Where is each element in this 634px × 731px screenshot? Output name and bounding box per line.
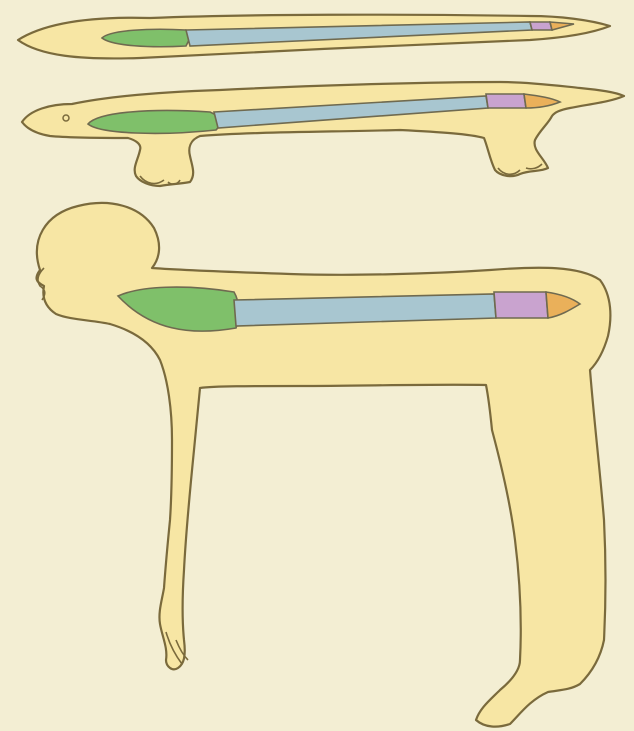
human-body-outline bbox=[37, 203, 611, 727]
human-rear-segment bbox=[494, 292, 548, 318]
lizard-rear-segment bbox=[486, 94, 526, 108]
worm-panel bbox=[18, 15, 610, 59]
lizard-panel bbox=[22, 82, 624, 186]
worm-rear-segment bbox=[530, 22, 552, 30]
human-panel bbox=[37, 203, 611, 727]
